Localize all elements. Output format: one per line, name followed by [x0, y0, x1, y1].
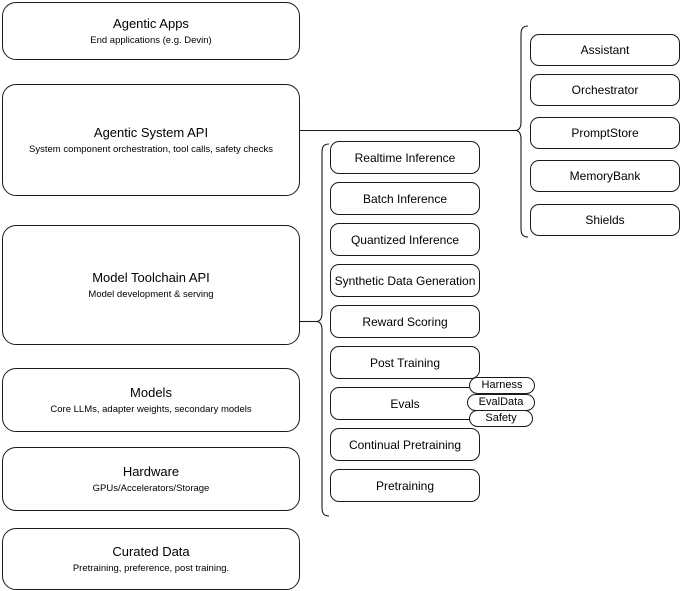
capability-label: Evals [390, 396, 420, 411]
evals-badge-label: Safety [485, 412, 517, 424]
component-box-shields[interactable]: Shields [530, 204, 680, 236]
component-box-memorybank[interactable]: MemoryBank [530, 160, 680, 192]
capability-box-post-training[interactable]: Post Training [330, 346, 480, 379]
capability-box-evals[interactable]: Evals [330, 387, 480, 420]
evals-badge-safety[interactable]: Safety [469, 410, 533, 427]
layer-box-model-toolchain-api[interactable]: Model Toolchain API Model development & … [2, 225, 300, 345]
layer-subtitle: GPUs/Accelerators/Storage [92, 482, 210, 494]
capability-label: Batch Inference [362, 191, 448, 206]
layer-title: Hardware [122, 463, 180, 479]
capability-box-synthetic-data-generation[interactable]: Synthetic Data Generation [330, 264, 480, 297]
capability-box-batch-inference[interactable]: Batch Inference [330, 182, 480, 215]
layer-subtitle: System component orchestration, tool cal… [29, 143, 273, 155]
layer-box-hardware[interactable]: Hardware GPUs/Accelerators/Storage [2, 447, 300, 511]
layer-title: Agentic System API [93, 124, 209, 140]
evals-badge-label: Harness [481, 379, 523, 391]
component-label: Orchestrator [571, 83, 639, 97]
evals-badge-harness[interactable]: Harness [469, 377, 535, 394]
capability-label: Continual Pretraining [348, 437, 462, 452]
layer-title: Curated Data [112, 543, 190, 559]
layer-subtitle: Model development & serving [88, 288, 214, 300]
component-box-orchestrator[interactable]: Orchestrator [530, 74, 680, 106]
layer-box-agentic-system-api[interactable]: Agentic System API System component orch… [2, 84, 300, 196]
layer-title: Model Toolchain API [92, 269, 210, 285]
capability-label: Reward Scoring [362, 314, 448, 329]
component-box-assistant[interactable]: Assistant [530, 34, 680, 66]
evals-badge-evaldata[interactable]: EvalData [467, 394, 535, 411]
layer-box-models[interactable]: Models Core LLMs, adapter weights, secon… [2, 368, 300, 432]
capability-label: Quantized Inference [350, 232, 460, 247]
layer-subtitle: Pretraining, preference, post training. [72, 562, 230, 574]
component-label: MemoryBank [569, 169, 641, 183]
brace-right-group [514, 25, 529, 238]
capability-box-continual-pretraining[interactable]: Continual Pretraining [330, 428, 480, 461]
brace-middle-group [315, 143, 330, 517]
layer-subtitle: Core LLMs, adapter weights, secondary mo… [50, 403, 252, 415]
capability-label: Synthetic Data Generation [334, 273, 476, 288]
capability-box-pretraining[interactable]: Pretraining [330, 469, 480, 502]
component-box-promptstore[interactable]: PromptStore [530, 117, 680, 149]
layer-title: Agentic Apps [113, 15, 189, 31]
component-label: Shields [585, 213, 625, 227]
component-label: PromptStore [571, 126, 639, 140]
layer-box-curated-data[interactable]: Curated Data Pretraining, preference, po… [2, 528, 300, 590]
layer-subtitle: End applications (e.g. Devin) [90, 34, 212, 46]
capability-label: Realtime Inference [354, 150, 456, 165]
capability-label: Pretraining [375, 478, 435, 493]
component-label: Assistant [580, 43, 630, 57]
capability-label: Post Training [369, 355, 441, 370]
evals-badge-label: EvalData [478, 396, 524, 408]
capability-box-reward-scoring[interactable]: Reward Scoring [330, 305, 480, 338]
capability-box-quantized-inference[interactable]: Quantized Inference [330, 223, 480, 256]
capability-box-realtime-inference[interactable]: Realtime Inference [330, 141, 480, 174]
layer-box-agentic-apps[interactable]: Agentic Apps End applications (e.g. Devi… [2, 2, 300, 60]
layer-title: Models [130, 384, 172, 400]
